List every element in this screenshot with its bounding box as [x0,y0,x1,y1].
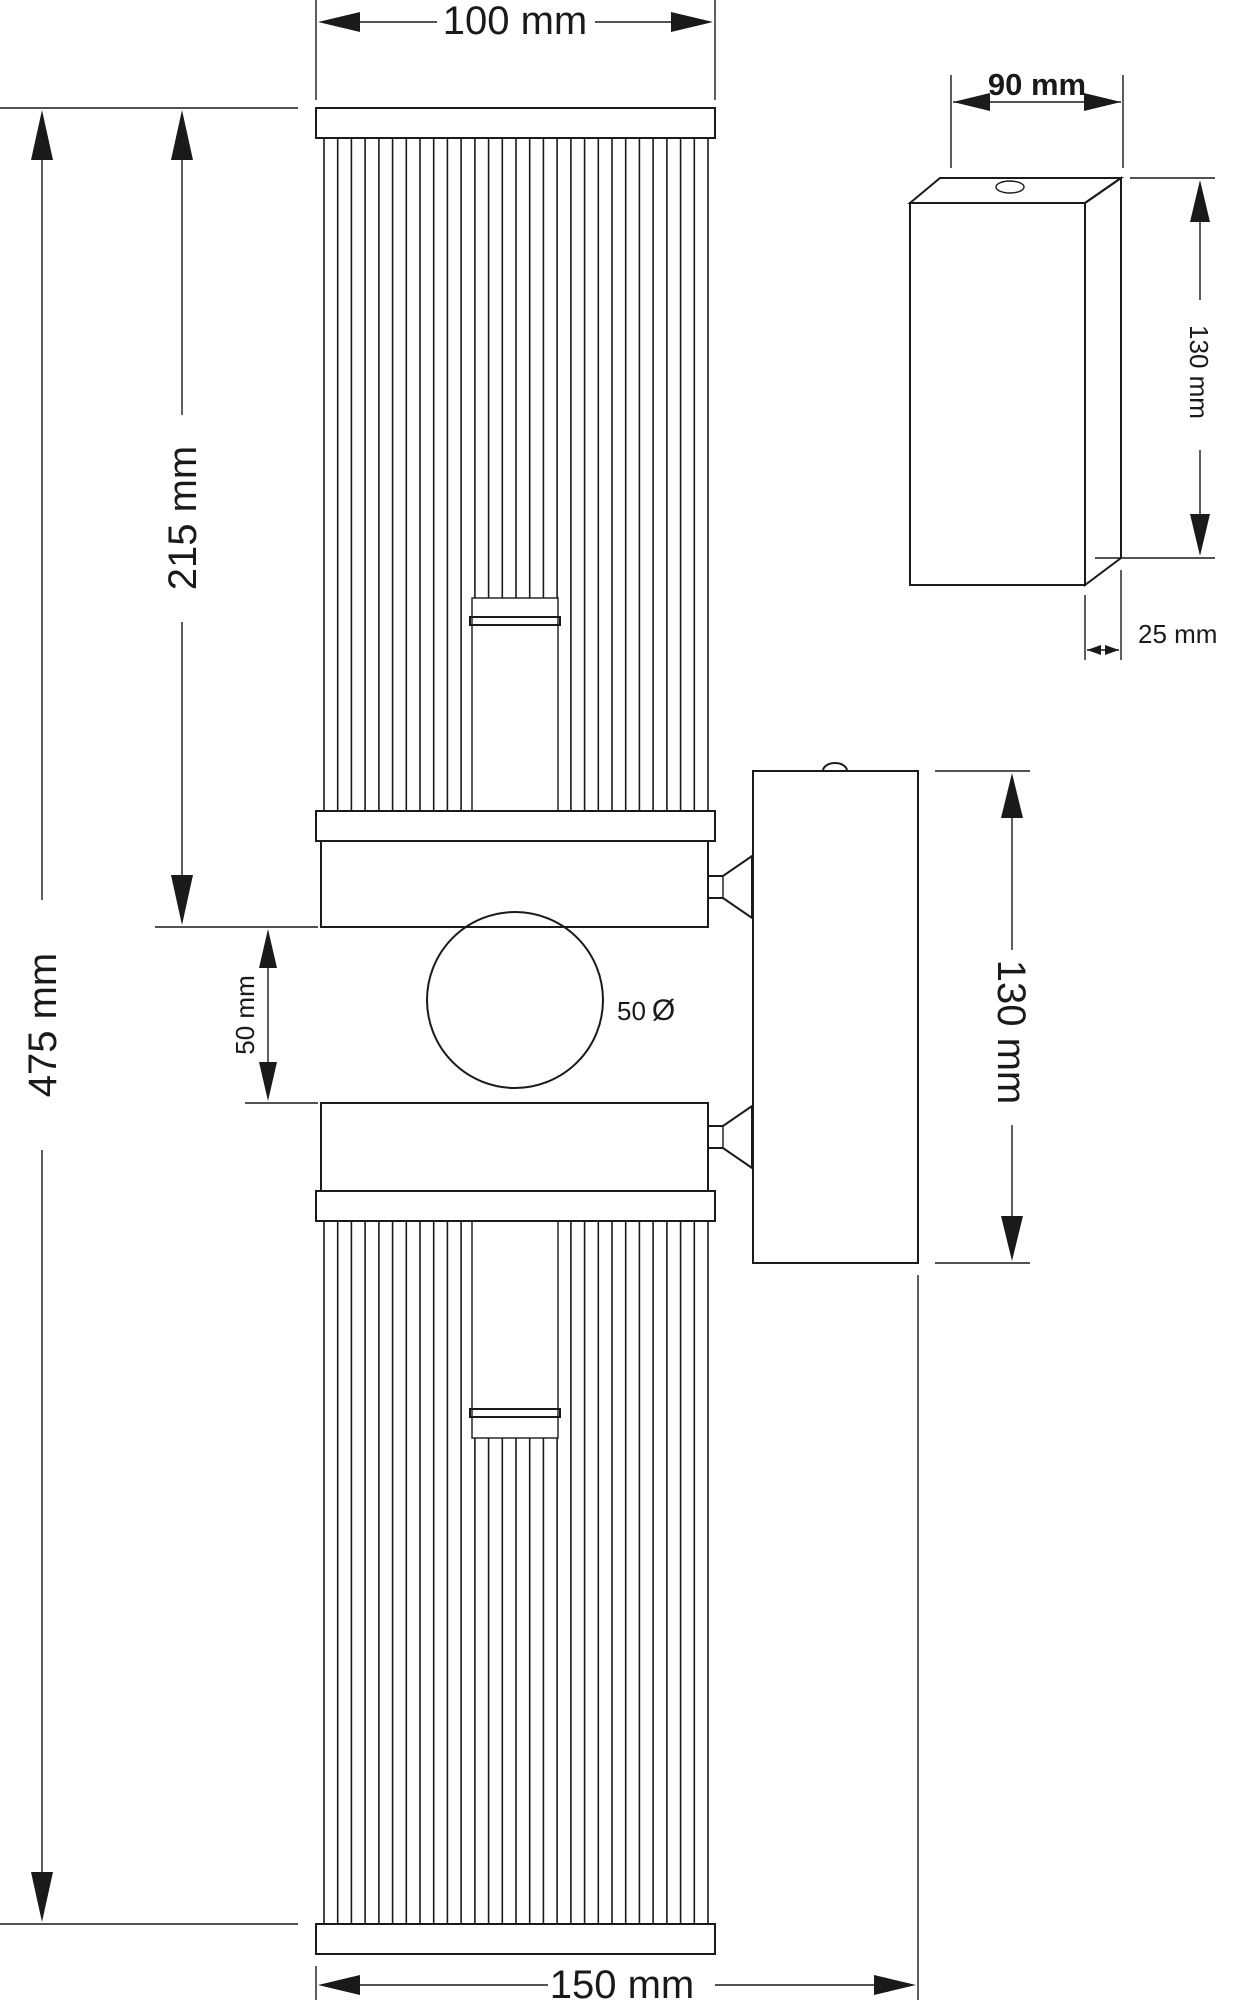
top-arm-connector [707,854,753,920]
arrowhead [671,12,713,32]
arrowhead [1084,93,1121,111]
top-shade [315,107,716,928]
detail-mount-slot [995,180,1025,194]
arrowhead [1190,514,1210,556]
canopy-screw [822,762,848,772]
dimension-detail-width: 90 mm [950,67,1124,168]
dimension-canopy-height: 130 mm [935,770,1033,1264]
bottom-arm-connector [707,1104,753,1170]
top-bulb-socket [471,597,559,812]
arrowhead [1105,645,1119,655]
dimension-bottom-width: 150 mm [315,1275,919,2000]
dimension-top-width: 100 mm [315,0,716,100]
bottom-socket-ring [469,1408,561,1418]
bottom-holder-block [320,1102,709,1192]
arrowhead [259,929,277,968]
arrowhead [1001,773,1023,818]
arrowhead [1001,1216,1023,1261]
detail-front-face [909,202,1086,586]
dimension-gap: 50 mm [230,929,318,1104]
bottom-shade-ribs [323,1221,709,1924]
arrowhead [874,1975,916,1995]
top-holder-block [320,840,709,928]
total-height-label: 475 mm [21,953,65,1098]
detail-height-label: 130 mm [1184,325,1214,419]
top-socket-ring [469,616,561,626]
canopy-height-label: 130 mm [989,960,1033,1105]
bottom-width-label: 150 mm [550,1963,695,2000]
arrowhead [171,875,193,925]
arrowhead [1190,180,1210,222]
arrowhead [171,110,193,160]
bottom-bulb-socket [471,1220,559,1439]
detail-depth-label: 25 mm [1138,619,1217,649]
arrowhead [1087,645,1101,655]
canopy-plate [752,770,919,1264]
bottom-shade [315,1102,716,1955]
canopy-detail [907,176,1125,587]
bottom-shade-cap [315,1923,716,1955]
bottom-shade-top-ring [315,1190,716,1222]
detail-width-label: 90 mm [988,67,1086,102]
sphere [426,911,604,1089]
arrowhead [259,1062,277,1101]
detail-side-face [1084,176,1122,587]
gap-height-label: 50 mm [230,975,260,1054]
top-width-label: 100 mm [443,0,588,43]
dimension-shade-height: 215 mm [155,110,318,928]
arm-connectors [707,854,753,1170]
arrowhead [953,93,990,111]
dimension-detail-depth: 25 mm [1084,570,1217,660]
top-shade-cap [315,107,716,139]
arrowhead [31,110,53,160]
top-shade-base-ring [315,810,716,842]
wall-canopy [752,762,919,1264]
arrowhead [318,12,360,32]
dimension-detail-height: 130 mm [1095,177,1215,559]
arrowhead [318,1975,360,1995]
dimension-total-height: 475 mm [0,107,298,1925]
top-shade-ribs [323,138,709,811]
shade-height-label: 215 mm [161,446,205,591]
arrowhead [31,1872,53,1922]
